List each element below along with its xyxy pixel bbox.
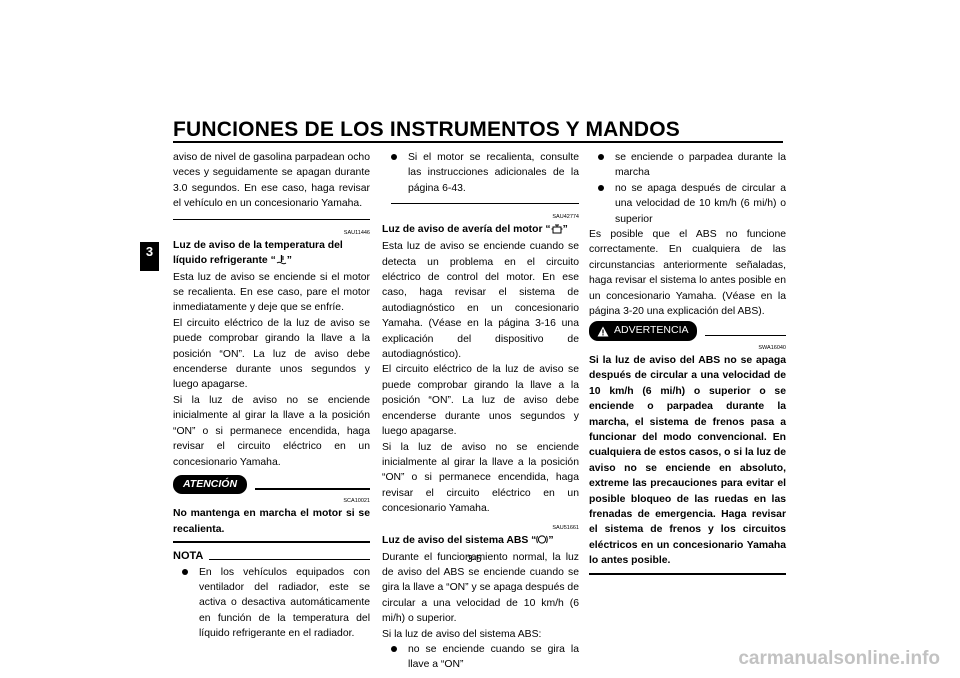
heading-text: Luz de aviso de avería del motor “ xyxy=(382,224,551,236)
paragraph: El circuito eléctrico de la luz de aviso… xyxy=(173,317,370,391)
header-rule xyxy=(173,141,783,143)
paragraph: Durante el funcionamiento normal, la luz… xyxy=(382,551,579,625)
section-divider xyxy=(391,203,579,205)
abs-icon xyxy=(536,534,549,550)
warning-label: ADVERTENCIA xyxy=(614,324,689,337)
paragraph: Esta luz de aviso se enciende cuando se … xyxy=(382,241,579,361)
paragraph: Si la luz de aviso no se enciende inicia… xyxy=(173,394,370,468)
page-title: FUNCIONES DE LOS INSTRUMENTOS Y MANDOS xyxy=(173,118,680,141)
list-item: se enciende o parpadea durante la marcha xyxy=(589,150,786,181)
note-label: NOTA xyxy=(173,550,204,563)
caution-end-rule xyxy=(173,541,370,544)
section-code: SAU11446 xyxy=(343,229,370,236)
caution-banner: ATENCIÓN xyxy=(173,474,370,495)
heading-text: Luz de aviso del sistema ABS “ xyxy=(382,534,537,546)
paragraph: aviso de nivel de gasolina parpadean och… xyxy=(173,152,370,210)
caution-text: No mantenga en marcha el motor si se rec… xyxy=(173,508,370,535)
list-item-text: Si el motor se recalienta, consulte las … xyxy=(408,152,579,194)
section-heading: Luz de aviso de avería del motor “ ” xyxy=(382,222,579,239)
chapter-tab-number: 3 xyxy=(145,244,154,259)
caution-label: ATENCIÓN xyxy=(173,474,248,495)
caution-rule xyxy=(255,487,370,490)
section-code: SAU51661 xyxy=(552,524,579,531)
note-banner: NOTA xyxy=(173,549,370,564)
heading-quote: ” xyxy=(562,224,568,236)
watermark: carmanualsonline.info xyxy=(738,648,940,669)
page-number: 3-5 xyxy=(467,554,482,565)
list-item-text: no se apaga después de circular a una ve… xyxy=(615,182,786,225)
heading-text: Luz de aviso de la temperatura del líqui… xyxy=(173,239,343,266)
list-item: no se enciende cuando se gira la llave a… xyxy=(382,642,579,673)
engine-trouble-icon xyxy=(551,224,563,239)
column-2: Si el motor se recalienta, consulte las … xyxy=(382,150,579,673)
coolant-temperature-icon xyxy=(276,254,287,270)
bullet-dot xyxy=(391,154,397,160)
paragraph: Si la luz de aviso no se enciende inicia… xyxy=(382,441,579,515)
list-item: En los vehículos equipados con ventilado… xyxy=(173,565,370,642)
column-3: se enciende o parpadea durante la marcha… xyxy=(589,150,786,578)
paragraph: El circuito eléctrico de la luz de aviso… xyxy=(382,364,579,438)
section-heading: Luz de aviso de la temperatura del líqui… xyxy=(173,238,370,270)
section-heading: Luz de aviso del sistema ABS “ ” xyxy=(382,533,579,550)
warning-rule xyxy=(704,334,786,336)
paragraph: Es posible que el ABS no funcione correc… xyxy=(589,229,786,318)
paragraph: Esta luz de aviso se enciende si el moto… xyxy=(173,271,370,314)
warning-triangle-icon xyxy=(597,326,609,337)
warning-end-rule xyxy=(589,572,786,575)
chapter-tab xyxy=(140,242,159,271)
bullet-dot xyxy=(182,568,188,575)
list-item-text: se enciende o parpadea durante la marcha xyxy=(615,152,786,179)
paragraph: Si la luz de aviso del sistema ABS: xyxy=(382,628,542,640)
section-divider xyxy=(173,218,370,220)
bullet-dot xyxy=(598,154,604,160)
bullet-dot xyxy=(598,184,604,191)
warning-banner: ADVERTENCIA xyxy=(589,321,786,341)
heading-quote: ” xyxy=(548,534,554,546)
warning-code: SWA16040 xyxy=(758,344,786,351)
list-item-text: no se enciende cuando se gira la llave a… xyxy=(408,643,579,671)
caution-code: SCA10021 xyxy=(343,498,370,505)
warning-pill: ADVERTENCIA xyxy=(589,321,697,341)
note-rule xyxy=(209,559,370,561)
heading-quote: ” xyxy=(286,254,292,266)
list-item-text: En los vehículos equipados con ventilado… xyxy=(199,566,370,640)
column-1: aviso de nivel de gasolina parpadean och… xyxy=(173,150,370,642)
section-code: SAU42774 xyxy=(552,214,579,221)
list-item: Si el motor se recalienta, consulte las … xyxy=(382,150,579,196)
warning-text: Si la luz de aviso del ABS no se apaga d… xyxy=(589,354,786,567)
list-item: no se apaga después de circular a una ve… xyxy=(589,181,786,227)
bullet-dot xyxy=(391,645,397,652)
